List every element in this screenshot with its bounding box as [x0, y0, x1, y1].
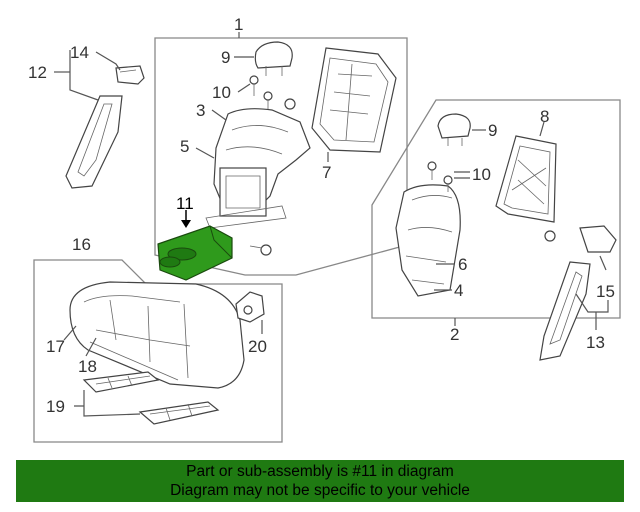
bracket-part-15: [579, 225, 617, 253]
headrest-part-9-right: [437, 113, 471, 146]
callout-19: 19: [46, 397, 65, 416]
rail-part-19: [82, 371, 220, 425]
banner-line-2: Diagram may not be specific to your vehi…: [170, 482, 470, 499]
callout-15: 15: [596, 282, 615, 301]
seatback-frame-part-8: [495, 135, 557, 242]
armrest-part-11-highlighted: [157, 225, 233, 281]
callout-5: 5: [180, 137, 189, 156]
cushion-group-box: [33, 259, 283, 443]
callout-2: 2: [450, 325, 459, 344]
callout-9-top: 9: [221, 48, 230, 67]
callout-20: 20: [248, 337, 267, 356]
seatback-frame-part-7: [311, 47, 397, 153]
callout-10-right: 10: [472, 165, 491, 184]
latch-part-20: [235, 291, 265, 323]
callout-8: 8: [540, 107, 549, 126]
callout-1: 1: [234, 15, 243, 34]
parts-diagram: 1 9 10 3 5 7 11 12 14 8 9 10 6 4 2 15 13…: [28, 15, 621, 443]
bracket-part-14: [115, 65, 145, 85]
callout-10-top: 10: [212, 83, 231, 102]
callout-12: 12: [28, 63, 47, 82]
callout-4: 4: [454, 281, 463, 300]
callout-7: 7: [322, 163, 331, 182]
headrest-part-9: [254, 41, 293, 76]
bolt-part-10: [249, 75, 296, 110]
seatback-part-2: [395, 184, 461, 297]
callout-18: 18: [78, 357, 97, 376]
callout-13: 13: [586, 333, 605, 352]
bolt-near-armrest: [249, 244, 272, 256]
seatback-cover-part-3: [205, 108, 311, 229]
side-seatback-group-box: [371, 99, 621, 319]
side-trim-part-13: [539, 261, 591, 361]
seatback-group-box: [154, 37, 408, 276]
part-info-banner: Part or sub-assembly is #11 in diagram D…: [16, 460, 624, 502]
callout-14: 14: [70, 43, 89, 62]
callout-16: 16: [72, 235, 91, 254]
bolt-part-10-right: [427, 161, 453, 192]
callout-17: 17: [46, 337, 65, 356]
side-trim-part-12: [65, 95, 123, 189]
callout-6: 6: [458, 255, 467, 274]
banner-line-1: Part or sub-assembly is #11 in diagram: [186, 463, 454, 480]
callout-11: 11: [176, 194, 194, 213]
callout-9-right: 9: [488, 121, 497, 140]
callout-3: 3: [196, 101, 205, 120]
seat-cushion-part-16: [69, 281, 245, 389]
